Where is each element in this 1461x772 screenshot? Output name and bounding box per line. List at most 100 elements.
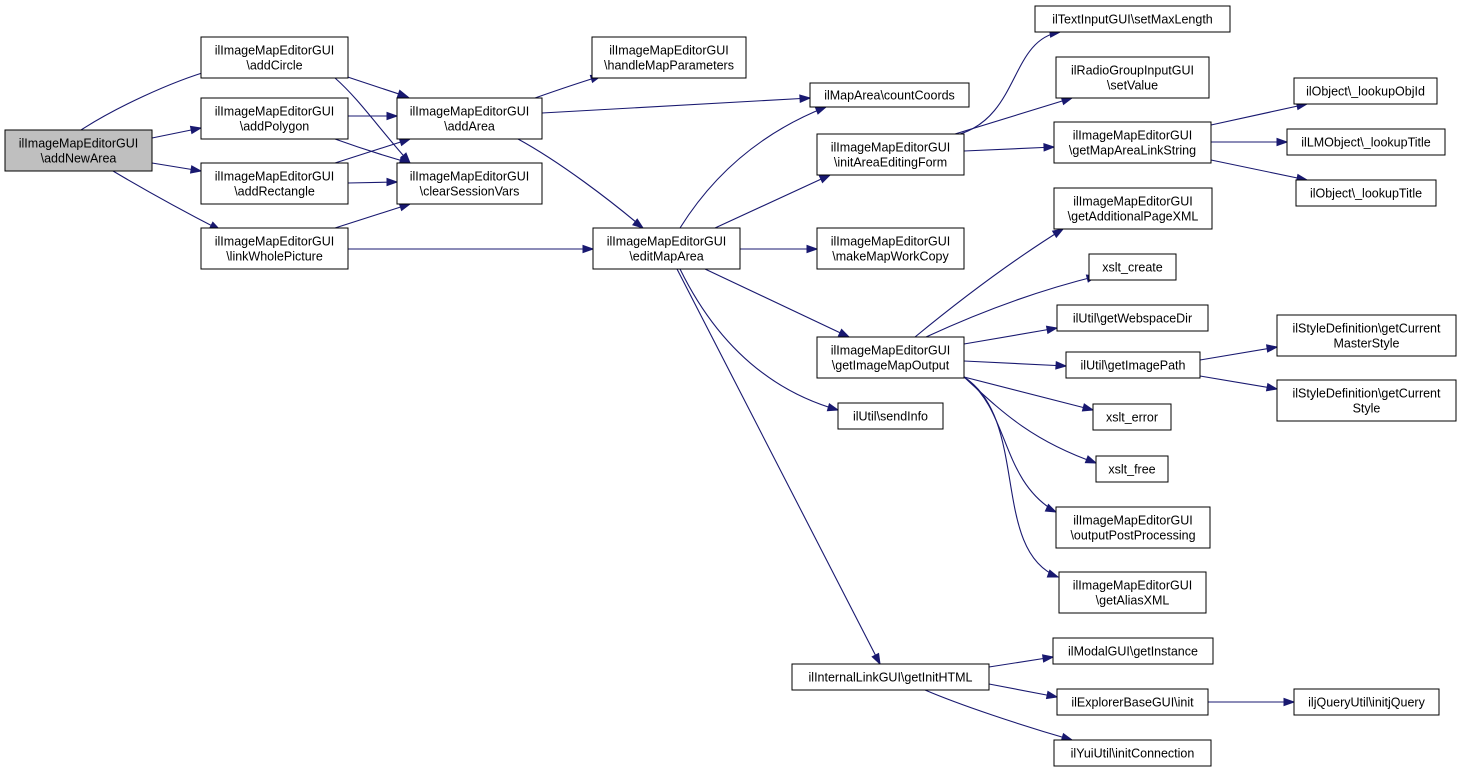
node-label-line: xslt_error [1106, 411, 1158, 425]
edge-arrowhead [1046, 569, 1060, 578]
edge-editMapArea-getImageMapOutput [704, 268, 851, 338]
edge-line [676, 268, 881, 665]
node-label-line: \outputPostProcessing [1070, 529, 1195, 543]
node-box [592, 227, 741, 270]
edge-line [959, 31, 1061, 135]
node-label-line: \editMapArea [629, 250, 703, 264]
node-box [4, 129, 153, 172]
edge-line [112, 170, 221, 231]
node-getAdditionalPageXML[interactable]: ilImageMapEditorGUI\getAdditionalPageXML [1053, 187, 1213, 230]
edge-line [1210, 103, 1308, 126]
edge-line [954, 97, 1073, 135]
edge-addNewArea-addRectangle [151, 162, 203, 174]
node-box [1293, 688, 1440, 716]
node-label-line: ilImageMapEditorGUI [215, 235, 335, 249]
node-initAreaEditingForm[interactable]: ilImageMapEditorGUI\initAreaEditingForm [816, 133, 965, 176]
node-label-line: \makeMapWorkCopy [832, 250, 949, 264]
node-linkWholePicture[interactable]: ilImageMapEditorGUI\linkWholePicture [200, 227, 349, 270]
node-getWebspaceDir[interactable]: ilUtil\getWebspaceDir [1056, 304, 1209, 332]
node-label-line: \setValue [1107, 79, 1158, 93]
node-box [1056, 688, 1209, 716]
edge-arrowhead [1045, 690, 1059, 700]
edge-arrowhead [1276, 137, 1289, 147]
edge-arrowhead [1041, 654, 1055, 663]
edge-getInitHTML-getInstance [988, 654, 1055, 668]
node-label-line: ilObject\_lookupObjId [1306, 85, 1425, 99]
node-label-line: ilImageMapEditorGUI [609, 44, 729, 58]
edge-line [963, 327, 1058, 345]
node-box [791, 663, 990, 691]
node-xslt_free[interactable]: xslt_free [1095, 455, 1169, 483]
node-label-line: ilImageMapEditorGUI [1073, 579, 1193, 593]
node-getInitHTML[interactable]: ilInternalLinkGUI\getInitHTML [791, 663, 990, 691]
call-edges [80, 29, 1309, 742]
node-xslt_create[interactable]: xslt_create [1088, 253, 1177, 281]
node-addCircle[interactable]: ilImageMapEditorGUI\addCircle [200, 36, 349, 79]
node-setMaxLength[interactable]: ilTextInputGUI\setMaxLength [1034, 5, 1231, 33]
edge-arrowhead [396, 89, 410, 98]
node-lmLookupTitle[interactable]: ilLMObject\_lookupTitle [1286, 128, 1446, 156]
edge-arrowhead [386, 111, 399, 121]
node-clearSessionVars[interactable]: ilImageMapEditorGUI\clearSessionVars [396, 162, 543, 205]
node-getMapAreaLinkString[interactable]: ilImageMapEditorGUI\getMapAreaLinkString [1053, 121, 1212, 164]
edge-line [1210, 159, 1308, 181]
edge-arrowhead [826, 402, 840, 412]
edge-getImageMapOutput-xslt_error [963, 376, 1095, 412]
node-label-line: \getMapAreaLinkString [1069, 144, 1196, 158]
node-box [200, 227, 349, 270]
node-getImageMapOutput[interactable]: ilImageMapEditorGUI\getImageMapOutput [816, 336, 965, 379]
node-getInstance[interactable]: ilModalGUI\getInstance [1052, 637, 1214, 665]
edge-addArea-countCoords [541, 94, 812, 114]
node-editMapArea[interactable]: ilImageMapEditorGUI\editMapArea [592, 227, 741, 270]
node-getAliasXML[interactable]: ilImageMapEditorGUI\getAliasXML [1058, 571, 1207, 614]
edge-line [914, 228, 1064, 338]
node-initjQuery[interactable]: iljQueryUtil\initjQuery [1293, 688, 1440, 716]
node-outputPostProcessing[interactable]: ilImageMapEditorGUI\outputPostProcessing [1055, 506, 1211, 549]
node-objLookupTitle[interactable]: ilObject\_lookupTitle [1295, 179, 1437, 207]
node-setValue[interactable]: ilRadioGroupInputGUI\setValue [1055, 56, 1210, 99]
node-label-line: ilImageMapEditorGUI [831, 235, 951, 249]
node-makeMapWorkCopy[interactable]: ilImageMapEditorGUI\makeMapWorkCopy [816, 227, 965, 270]
node-countCoords[interactable]: ilMapArea\countCoords [809, 82, 970, 108]
node-label-line: MasterStyle [1334, 337, 1400, 351]
function-nodes: ilImageMapEditorGUI\addNewArea ilImageMap… [4, 5, 1457, 767]
node-box [1276, 314, 1457, 357]
node-label-line: ilImageMapEditorGUI [215, 170, 335, 184]
edge-editMapArea-makeMapWorkCopy [740, 244, 819, 254]
edge-arrowhead [871, 652, 881, 666]
node-label-line: ilMapArea\countCoords [824, 89, 955, 103]
edge-arrowhead [1283, 697, 1296, 707]
node-explorerInit[interactable]: ilExplorerBaseGUI\init [1056, 688, 1209, 716]
edge-line [517, 138, 644, 229]
node-getImagePath[interactable]: ilUtil\getImagePath [1065, 351, 1201, 379]
node-box [809, 82, 970, 108]
node-addRectangle[interactable]: ilImageMapEditorGUI\addRectangle [200, 162, 349, 205]
edge-addArea-editMapArea [517, 138, 645, 229]
edge-line [334, 203, 411, 229]
node-sendInfo[interactable]: ilUtil\sendInfo [837, 402, 944, 430]
node-label-line: ilUtil\getImagePath [1081, 359, 1186, 373]
edge-editMapArea-getInitHTML [676, 268, 881, 666]
edge-getImageMapOutput-getAliasXML [963, 376, 1060, 578]
edge-arrowhead [398, 203, 412, 212]
edge-arrowhead [1265, 382, 1279, 392]
node-label-line: \handleMapParameters [604, 59, 734, 73]
edge-line [704, 268, 850, 338]
node-addPolygon[interactable]: ilImageMapEditorGUI\addPolygon [200, 97, 349, 140]
edge-initAreaEditingForm-setMaxLength [959, 29, 1062, 135]
node-label-line: ilImageMapEditorGUI [215, 44, 335, 58]
node-box [1293, 77, 1438, 105]
node-initConnection[interactable]: ilYuiUtil\initConnection [1053, 739, 1212, 767]
node-label-line: ilInternalLinkGUI\getInitHTML [809, 671, 973, 685]
node-xslt_error[interactable]: xslt_error [1092, 403, 1172, 431]
node-handleMapParameters[interactable]: ilImageMapEditorGUI\handleMapParameters [591, 36, 747, 79]
edge-arrowhead [1045, 325, 1059, 335]
edge-line [963, 376, 1059, 578]
node-addArea[interactable]: ilImageMapEditorGUI\addArea [396, 97, 543, 140]
node-label-line: \getAliasXML [1096, 594, 1170, 608]
node-addNewArea[interactable]: ilImageMapEditorGUI\addNewArea [4, 129, 153, 172]
node-lookupObjId[interactable]: ilObject\_lookupObjId [1293, 77, 1438, 105]
edge-arrowhead [1084, 455, 1098, 464]
